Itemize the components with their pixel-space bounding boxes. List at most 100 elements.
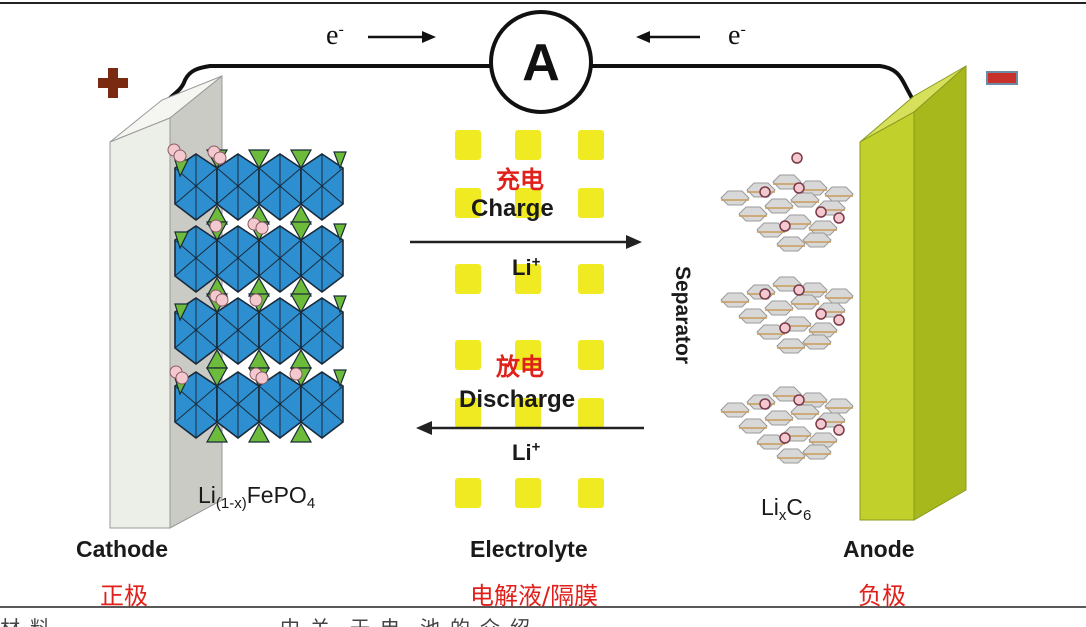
octahedron-edge (216, 311, 260, 349)
lithium-ion (173, 149, 187, 163)
octahedron-edge (258, 167, 302, 205)
separator-block (515, 188, 541, 218)
graphite-hexagon (824, 186, 854, 202)
tetrahedron (289, 293, 313, 314)
separator-label: Separator (671, 266, 694, 365)
graphite-hexagon (764, 300, 794, 316)
octahedron-edge (258, 239, 302, 277)
graphite-hexagon (790, 404, 820, 420)
electron-right-label: e- (728, 20, 746, 51)
separator-block (515, 398, 541, 428)
octahedron-edge (300, 239, 344, 277)
graphite-hexagon (764, 410, 794, 426)
cathode-cn-label: 正极 (100, 582, 148, 610)
caption-fragment: 于 (350, 612, 370, 627)
separator-block (578, 340, 604, 370)
anode-graphite-layers (720, 152, 854, 464)
octahedron-edge (216, 239, 260, 277)
separator-block (455, 188, 481, 218)
tetrahedron (247, 149, 271, 170)
electron-arrowhead-left (422, 31, 436, 43)
octahedron-edge (258, 385, 302, 423)
charge-ion-label: Li+ (512, 253, 541, 280)
separator-block (455, 264, 481, 294)
ammeter-label: A (522, 34, 560, 92)
octahedron-edge (300, 167, 344, 205)
tetrahedron (289, 149, 313, 170)
lithium-ion (249, 293, 263, 307)
electrolyte-en-label: Electrolyte (470, 536, 588, 562)
separator-block (455, 398, 481, 428)
tetrahedron (174, 231, 189, 250)
caption-fragment: 关 (310, 612, 330, 627)
wire-right (588, 64, 916, 107)
separator-block (515, 478, 541, 508)
octahedron-edge (300, 311, 344, 349)
anode-plate (859, 64, 967, 521)
lithium-ion (289, 367, 303, 381)
ammeter-circle (489, 10, 593, 114)
octahedron-edge (216, 167, 260, 205)
plus-sign-icon (98, 68, 128, 98)
cathode-plate (109, 74, 223, 529)
tetrahedron (289, 422, 313, 443)
separator-block (515, 130, 541, 160)
octahedron-edge (174, 385, 218, 423)
charge-arrowhead (626, 235, 642, 249)
cathode-crystal-lattice (167, 143, 347, 443)
lithium-ion (255, 371, 269, 385)
graphite-hexagon (776, 338, 806, 354)
tetrahedron (289, 221, 313, 242)
graphite-hexagon (802, 232, 832, 248)
caption-fragment: 料 (30, 612, 50, 627)
graphite-hexagon (776, 448, 806, 464)
separator-block (515, 264, 541, 294)
cathode-formula: Li(1-x)FePO4 (198, 482, 316, 512)
lithium-ion (779, 322, 791, 334)
lithium-ion (833, 424, 845, 436)
discharge-cn-label: 放电 (496, 353, 544, 381)
tetrahedron (247, 422, 271, 443)
tetrahedron (174, 303, 189, 322)
caption-fragment: 中 (280, 612, 300, 627)
separator-block (455, 478, 481, 508)
graphite-hexagon (738, 206, 768, 222)
tetrahedron (333, 223, 347, 242)
graphite-hexagon (802, 444, 832, 460)
graphite-hexagon (720, 292, 750, 308)
graphite-hexagon (790, 294, 820, 310)
electrolyte-cn-label: 电解液/隔膜 (470, 582, 599, 610)
discharge-ion-label: Li+ (512, 438, 541, 465)
octahedron-edge (174, 167, 218, 205)
octahedron-edge (216, 385, 260, 423)
separator-block (515, 340, 541, 370)
caption-fragment: 电 (380, 612, 400, 627)
caption-fragment: 绍 (510, 612, 530, 627)
caption-fragment: 的 (450, 612, 470, 627)
graphite-hexagon (802, 334, 832, 350)
caption-fragment: 材 (0, 612, 20, 627)
lithium-ion (833, 212, 845, 224)
graphite-hexagon (824, 398, 854, 414)
charge-cn-label: 充电 (496, 166, 544, 194)
tetrahedron (205, 367, 229, 388)
lithium-ion (793, 394, 805, 406)
separator-block (578, 478, 604, 508)
lithium-ion (215, 293, 229, 307)
separator-block (455, 340, 481, 370)
lithium-ion (815, 418, 827, 430)
lithium-ion (779, 432, 791, 444)
lithium-ion (791, 152, 803, 164)
tetrahedron (333, 295, 347, 314)
lithium-ion (759, 186, 771, 198)
separator-blocks (455, 130, 604, 508)
separator-block (578, 264, 604, 294)
separator-block (578, 130, 604, 160)
lithium-ion (759, 398, 771, 410)
graphite-hexagon (738, 418, 768, 434)
octahedron-edge (300, 385, 344, 423)
lithium-ion (815, 206, 827, 218)
octahedron-edge (174, 239, 218, 277)
graphite-hexagon (824, 288, 854, 304)
